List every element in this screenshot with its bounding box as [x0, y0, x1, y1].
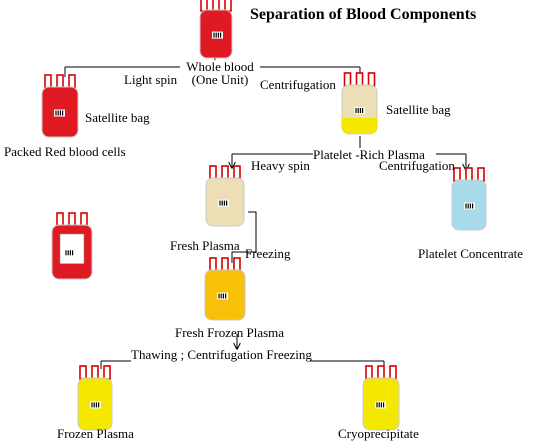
- satellite-bag-left-label: Satellite bag: [85, 110, 150, 125]
- one-unit-label: (One Unit): [191, 72, 249, 87]
- centrifugation-label-1: Centrifugation: [260, 77, 336, 92]
- platelet-concentrate-bag: [451, 167, 487, 231]
- frozen-plasma-bag: [77, 365, 113, 431]
- whole-blood-bag: [199, 0, 233, 59]
- diagram-title: Separation of Blood Components: [250, 6, 477, 23]
- connectors: [64, 52, 466, 369]
- cryoprecipitate-bag: [362, 365, 400, 431]
- red-cells-bag-windowed: [51, 212, 93, 280]
- prp-bag: [341, 72, 378, 135]
- connector-freezing: [231, 211, 257, 263]
- thawing-label: Thawing ; Centrifugation Freezing: [131, 347, 312, 362]
- packed-rbc-label: Packed Red blood cells: [4, 144, 126, 159]
- whole-blood-label: Whole blood: [180, 60, 260, 73]
- ffp-bag: [204, 257, 246, 321]
- blood-bags: [41, 0, 487, 431]
- platelet-concentrate-label: Platelet Concentrate: [418, 246, 524, 261]
- heavy-spin-label: Heavy spin: [251, 158, 310, 173]
- light-spin-label: Light spin: [124, 72, 178, 87]
- fresh-plasma-label: Fresh Plasma: [170, 238, 240, 253]
- centrifugation-label-2: Centrifugation: [379, 158, 455, 173]
- prp-label: Platelet -Rich Plasma: [313, 147, 425, 162]
- satellite-bag-right-label: Satellite bag: [386, 102, 451, 117]
- ffp-label: Fresh Frozen Plasma: [175, 325, 285, 340]
- freezing-label: Freezing: [245, 246, 291, 261]
- packed-rbc-bag: [41, 74, 79, 138]
- fresh-plasma-bag: [205, 165, 245, 227]
